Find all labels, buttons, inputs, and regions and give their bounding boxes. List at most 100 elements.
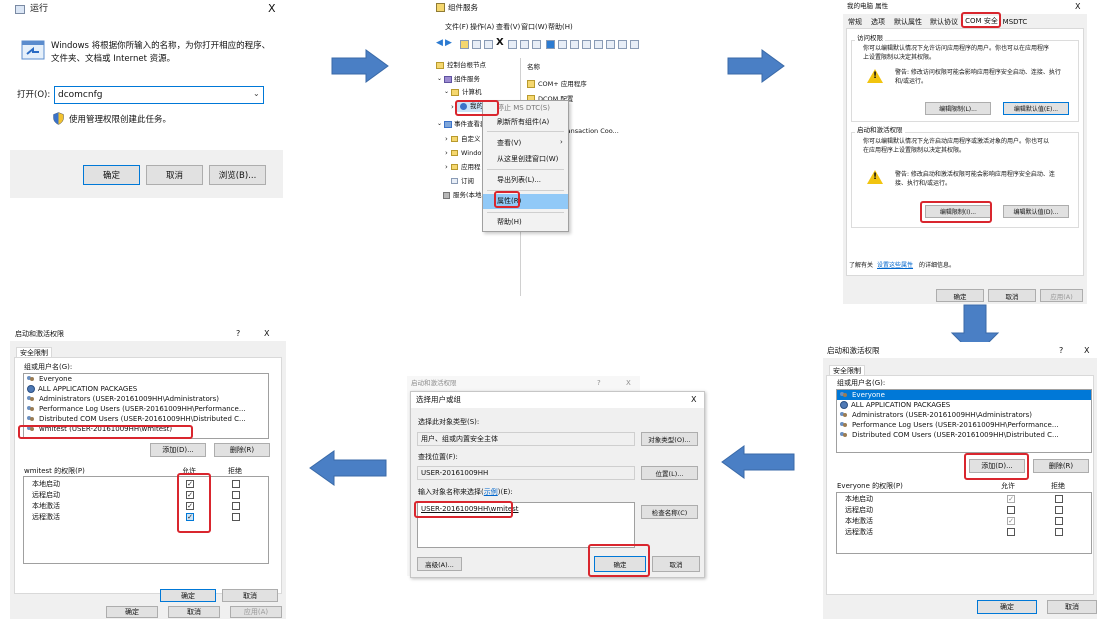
allow-local-launch-checkbox[interactable]: ✓ [1007, 495, 1015, 503]
menu-item-help[interactable]: 帮助(H) [497, 218, 522, 226]
tree-computers[interactable]: 计算机 [462, 88, 482, 96]
apply-button[interactable]: 应用(A) [230, 606, 282, 618]
menu-item-export[interactable]: 导出列表(L)... [497, 176, 542, 184]
user-list[interactable]: Everyone ALL APPLICATION PACKAGES Admini… [836, 389, 1092, 453]
list-item[interactable]: Performance Log Users (USER-20161009HH\P… [24, 404, 268, 414]
chevron-right-icon[interactable]: › [445, 149, 448, 157]
tab-default-properties[interactable]: 默认属性 [894, 18, 922, 26]
list-item[interactable]: Everyone [837, 390, 1091, 400]
refresh-icon[interactable] [520, 40, 529, 49]
tree-windows-logs[interactable]: Window [461, 149, 487, 157]
allow-remote-launch-checkbox[interactable]: ✓ [186, 491, 194, 499]
close-icon[interactable]: X [691, 395, 697, 404]
ok-button[interactable]: 确定 [160, 589, 216, 602]
ok-button[interactable]: 确定 [594, 556, 646, 572]
tab-security-limits[interactable]: 安全限制 [16, 347, 52, 359]
allow-local-activation-checkbox[interactable]: ✓ [186, 502, 194, 510]
allow-remote-launch-checkbox[interactable] [1007, 506, 1015, 514]
deny-local-launch-checkbox[interactable] [232, 480, 240, 488]
deny-local-activation-checkbox[interactable] [232, 502, 240, 510]
learn-more-link[interactable]: 设置这些属性 [877, 262, 914, 269]
large-icons-icon[interactable] [570, 40, 579, 49]
menu-item-refresh-all[interactable]: 刷新所有组件(A) [497, 118, 550, 126]
tab-msdtc[interactable]: MSDTC [1002, 18, 1028, 26]
tree-subscriptions[interactable]: 订阅 [461, 177, 474, 185]
allow-remote-activation-checkbox[interactable] [1007, 528, 1015, 536]
my-computer-node[interactable] [457, 101, 505, 112]
deny-remote-activation-checkbox[interactable] [232, 513, 240, 521]
object-names-input[interactable]: USER-20161009HH\wmitest [417, 502, 635, 548]
deny-local-activation-checkbox[interactable] [1055, 517, 1063, 525]
list-header-name[interactable]: 名称 [527, 63, 540, 71]
menu-item-new-window[interactable]: 从这里创建窗口(W) [497, 155, 559, 163]
cancel-button[interactable]: 取消 [988, 289, 1036, 302]
cancel-button[interactable]: 取消 [1047, 600, 1097, 614]
folder-up-icon[interactable] [460, 40, 469, 49]
list-item[interactable]: wmitest (USER-20161009HH\wmitest) [24, 424, 268, 434]
ok-button[interactable]: 确定 [936, 289, 984, 302]
list-item[interactable]: COM+ 应用程序 [538, 80, 587, 88]
edit-default-launch-button[interactable]: 编辑默认值(D)... [1003, 205, 1069, 218]
deny-local-launch-checkbox[interactable] [1055, 495, 1063, 503]
menu-item-stop-dtc[interactable]: 停止 MS DTC(S) [497, 104, 550, 112]
chevron-down-icon[interactable]: ⌄ [437, 120, 443, 127]
menu-help[interactable]: 帮助(H) [548, 23, 573, 31]
list-item[interactable]: ransaction Coo... [564, 127, 619, 135]
list-item[interactable]: Administrators (USER-20161009HH\Administ… [837, 410, 1091, 420]
object-types-button[interactable]: 对象类型(O)... [641, 432, 698, 446]
close-icon[interactable]: X [1075, 2, 1081, 11]
tab-security-limits[interactable]: 安全限制 [829, 365, 865, 377]
apply-button[interactable]: 应用(A) [1040, 289, 1083, 302]
menu-item-properties[interactable]: 属性(R) [483, 194, 568, 209]
allow-local-activation-checkbox[interactable]: ✓ [1007, 517, 1015, 525]
add-button[interactable]: 添加(D)... [969, 459, 1025, 473]
remove-button[interactable]: 删除(R) [1033, 459, 1089, 473]
menu-view[interactable]: 查看(V) [496, 23, 521, 31]
menu-item-view[interactable]: 查看(V) [497, 139, 522, 147]
locations-button[interactable]: 位置(L)... [641, 466, 698, 480]
edit-limits-launch-button[interactable]: 编辑限制(I)... [925, 205, 991, 218]
stop-icon[interactable] [630, 40, 639, 49]
list-item[interactable]: Administrators (USER-20161009HH\Administ… [24, 394, 268, 404]
cancel-button[interactable]: 取消 [222, 589, 278, 602]
advanced-button[interactable]: 高级(A)... [417, 557, 462, 571]
tree-custom-views[interactable]: 自定义 [461, 135, 481, 143]
tree-root[interactable]: 控制台根节点 [447, 61, 486, 69]
view-icon[interactable] [558, 40, 567, 49]
chevron-down-icon[interactable]: ⌄ [253, 89, 260, 98]
export-icon[interactable] [532, 40, 541, 49]
copy-icon[interactable] [484, 40, 493, 49]
list-item[interactable]: Everyone [24, 374, 268, 384]
tree-app-logs[interactable]: 应用程 [461, 163, 481, 171]
forward-arrow-icon[interactable]: ▶ [445, 38, 452, 48]
ok-button[interactable]: 确定 [83, 165, 140, 185]
edit-default-access-button[interactable]: 编辑默认值(E)... [1003, 102, 1069, 115]
browse-button[interactable]: 浏览(B)... [209, 165, 266, 185]
check-names-button[interactable]: 检查名称(C) [641, 505, 698, 519]
menu-file[interactable]: 文件(F) [445, 23, 469, 31]
back-arrow-icon[interactable]: ◀ [436, 38, 443, 48]
chevron-down-icon[interactable]: ⌄ [444, 88, 450, 95]
cancel-button[interactable]: 取消 [146, 165, 203, 185]
examples-link[interactable]: 示例 [483, 488, 498, 496]
close-icon[interactable]: X [264, 329, 270, 338]
delete-icon[interactable]: X [496, 37, 504, 48]
add-button[interactable]: 添加(D)... [150, 443, 206, 457]
list-item[interactable]: Distributed COM Users (USER-20161009HH\D… [24, 414, 268, 424]
list-icon[interactable] [594, 40, 603, 49]
details-icon[interactable] [606, 40, 615, 49]
show-hide-tree-icon[interactable] [472, 40, 481, 49]
cancel-button[interactable]: 取消 [652, 556, 700, 572]
list-item[interactable]: DCOM 配置 [538, 95, 574, 103]
user-list[interactable]: Everyone ALL APPLICATION PACKAGES Admini… [23, 373, 269, 439]
close-icon[interactable]: X [268, 2, 276, 15]
menu-action[interactable]: 操作(A) [470, 23, 495, 31]
allow-remote-activation-checkbox[interactable]: ✓ [186, 513, 194, 521]
list-item[interactable]: Performance Log Users (USER-20161009HH\P… [837, 420, 1091, 430]
tree-services[interactable]: 服务(本地) [453, 191, 485, 199]
allow-local-launch-checkbox[interactable]: ✓ [186, 480, 194, 488]
list-item[interactable]: ALL APPLICATION PACKAGES [24, 384, 268, 394]
tab-general[interactable]: 常规 [848, 18, 862, 26]
tab-default-protocols[interactable]: 默认协议 [930, 18, 958, 26]
properties-icon[interactable] [508, 40, 517, 49]
